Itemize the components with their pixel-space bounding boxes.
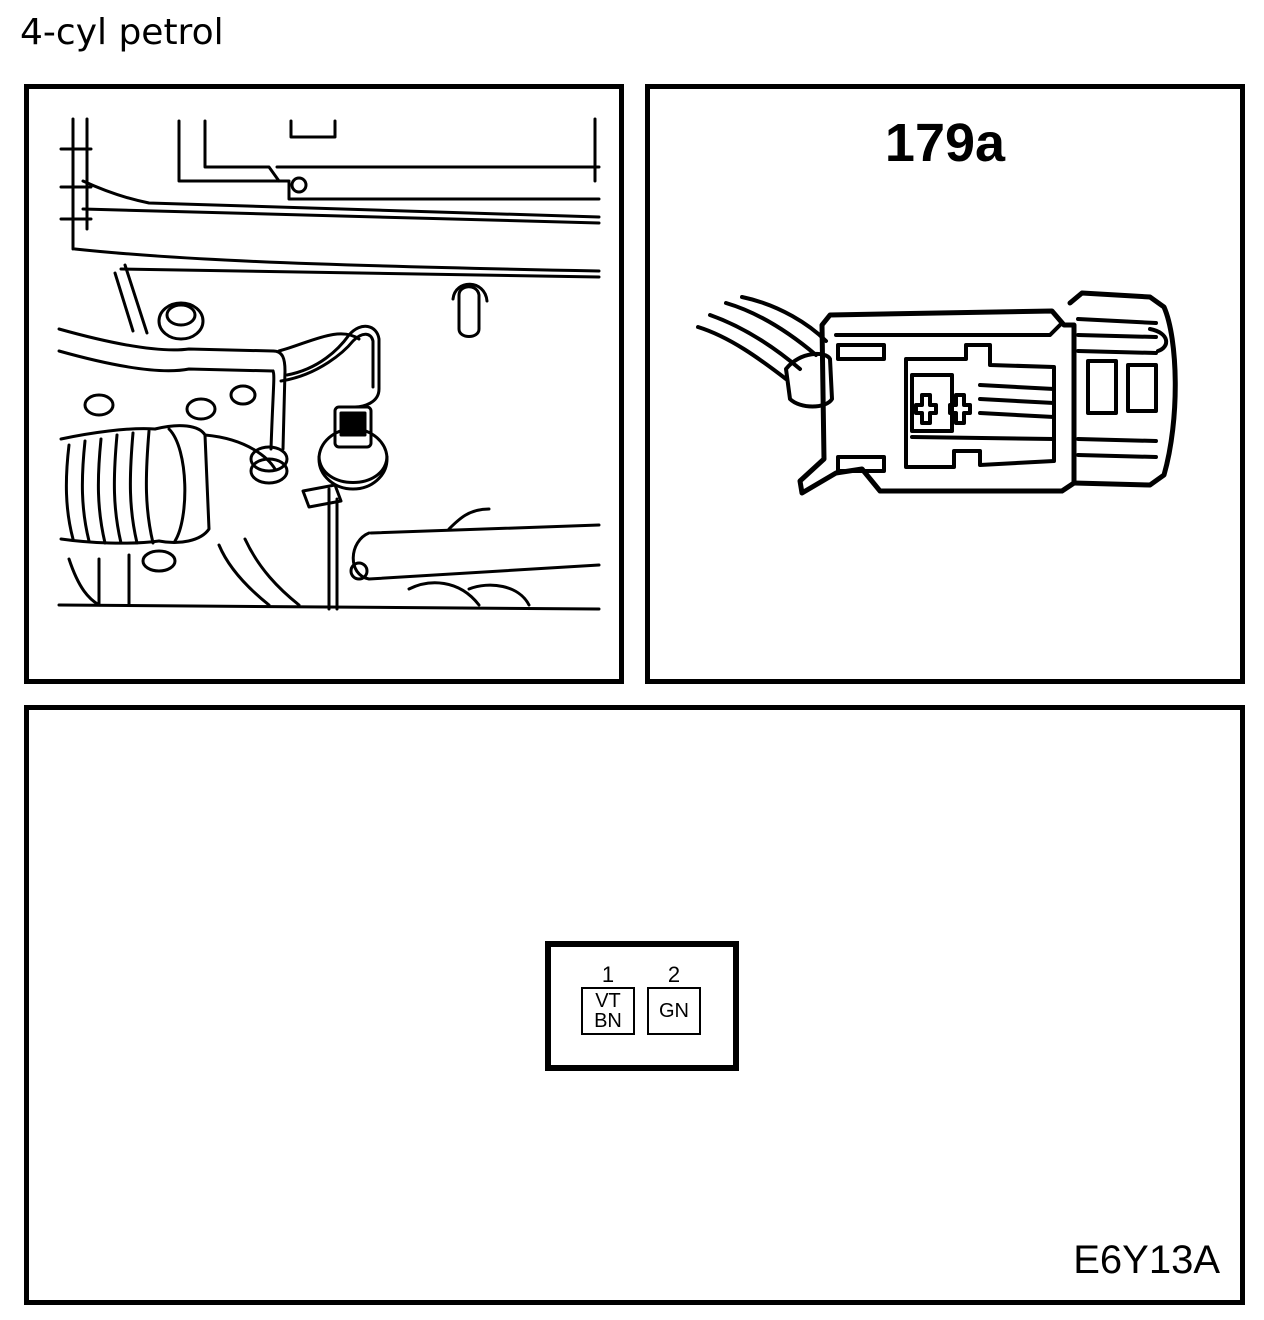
pin-2: 2 GN: [647, 962, 701, 1035]
figure-code: E6Y13A: [1073, 1238, 1220, 1282]
pin-wire-colors: VT BN: [581, 987, 635, 1035]
wire-color: GN: [659, 1000, 689, 1022]
connector-face: 1 VT BN 2 GN: [545, 941, 739, 1071]
engine-bay-illustration: [57, 117, 601, 611]
pin-number: 2: [667, 962, 681, 987]
pinout-panel: 1 VT BN 2 GN E6Y13A: [24, 705, 1245, 1305]
engine-location-panel: [24, 84, 624, 684]
wire-color: BN: [594, 1010, 622, 1032]
wire-color: VT: [595, 990, 621, 1012]
connector-panel: 179a: [645, 84, 1245, 684]
pin-1: 1 VT BN: [581, 962, 635, 1035]
connector-id-label: 179a: [884, 113, 1006, 173]
connector-illustration: [696, 290, 1178, 496]
page-title: 4-cyl petrol: [20, 12, 224, 53]
pin-number: 1: [601, 962, 615, 987]
pin-wire-colors: GN: [647, 987, 701, 1035]
